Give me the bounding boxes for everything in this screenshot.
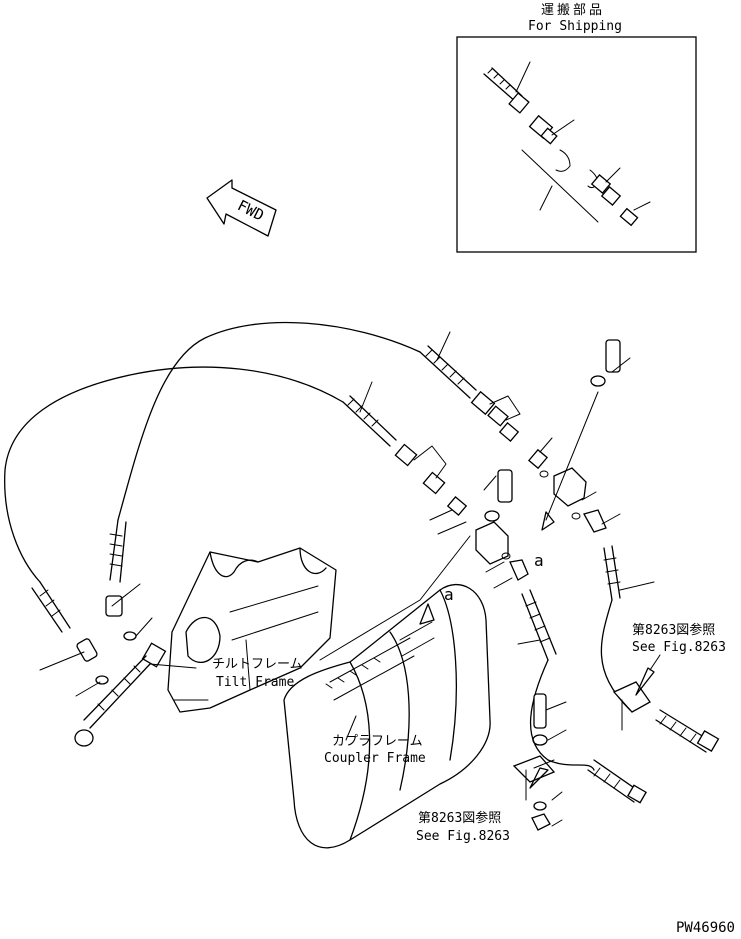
bottom-clamp: [512, 755, 556, 783]
ref-right-jp: 第8263図参照: [632, 622, 715, 638]
shipping-fitting: [590, 167, 622, 207]
bottom-nut: [531, 813, 551, 831]
bottom-clamp-stack: [512, 693, 567, 831]
left-fitting: [76, 638, 98, 662]
shipping-group-bracket: [521, 149, 599, 223]
right-clamp: [612, 681, 651, 713]
shipping-parts-inset: 運搬部品 For Shipping: [456, 3, 697, 253]
bottom-bolt: [533, 693, 547, 729]
shipping-title-en: For Shipping: [528, 19, 622, 34]
tilt-frame-label-en: Tilt Frame: [216, 675, 294, 690]
coupler-frame-label-en: Coupler Frame: [324, 751, 426, 766]
shipping-inset-frame: [456, 36, 697, 253]
center-block: [475, 521, 509, 565]
shipping-title-jp: 運搬部品: [541, 3, 605, 18]
left-hose-end: [74, 729, 94, 747]
center-bolt: [497, 469, 513, 503]
center-washer: [484, 510, 500, 522]
shipping-hose-end: [483, 61, 531, 114]
hose-assemblies: [4, 321, 477, 633]
bottom-lock-washer: [533, 801, 547, 811]
lower-hose-line: [4, 366, 344, 583]
ref-bottom-jp: 第8263図参照: [418, 810, 501, 826]
middle-hose: [517, 589, 647, 804]
upper-hose-line: [117, 321, 421, 521]
ref-right-en: See Fig.8263: [632, 640, 726, 655]
bottom-washer: [532, 734, 548, 746]
left-parts: [39, 583, 197, 747]
fittings-upper: [470, 390, 553, 478]
tilt-frame-label-jp: チルトフレーム: [212, 657, 303, 672]
coupler-frame: a: [283, 583, 491, 849]
left-block: [141, 642, 167, 668]
shipping-adapter: [528, 114, 575, 145]
shipping-o-ring: [555, 149, 571, 172]
right-block: [553, 467, 587, 507]
coupler-frame-label-jp: カプラフレーム: [332, 734, 423, 749]
callout-a-coupler: a: [444, 585, 454, 604]
left-adapter: [105, 595, 123, 617]
right-washer: [590, 375, 606, 387]
right-bolt: [605, 339, 621, 373]
center-junction-block: [319, 469, 529, 661]
fittings-lower: [394, 443, 468, 535]
forward-direction-arrow: FWD: [206, 179, 277, 237]
ref-bottom-en: See Fig.8263: [416, 829, 510, 844]
shipping-plug: [619, 201, 651, 227]
right-junction-block: a: [534, 339, 631, 570]
drawing-number: PW46960: [676, 920, 735, 936]
tilt-frame: [167, 547, 337, 713]
left-o-ring: [123, 631, 137, 641]
callout-a-right: a: [534, 551, 544, 570]
right-hose: [600, 545, 720, 753]
